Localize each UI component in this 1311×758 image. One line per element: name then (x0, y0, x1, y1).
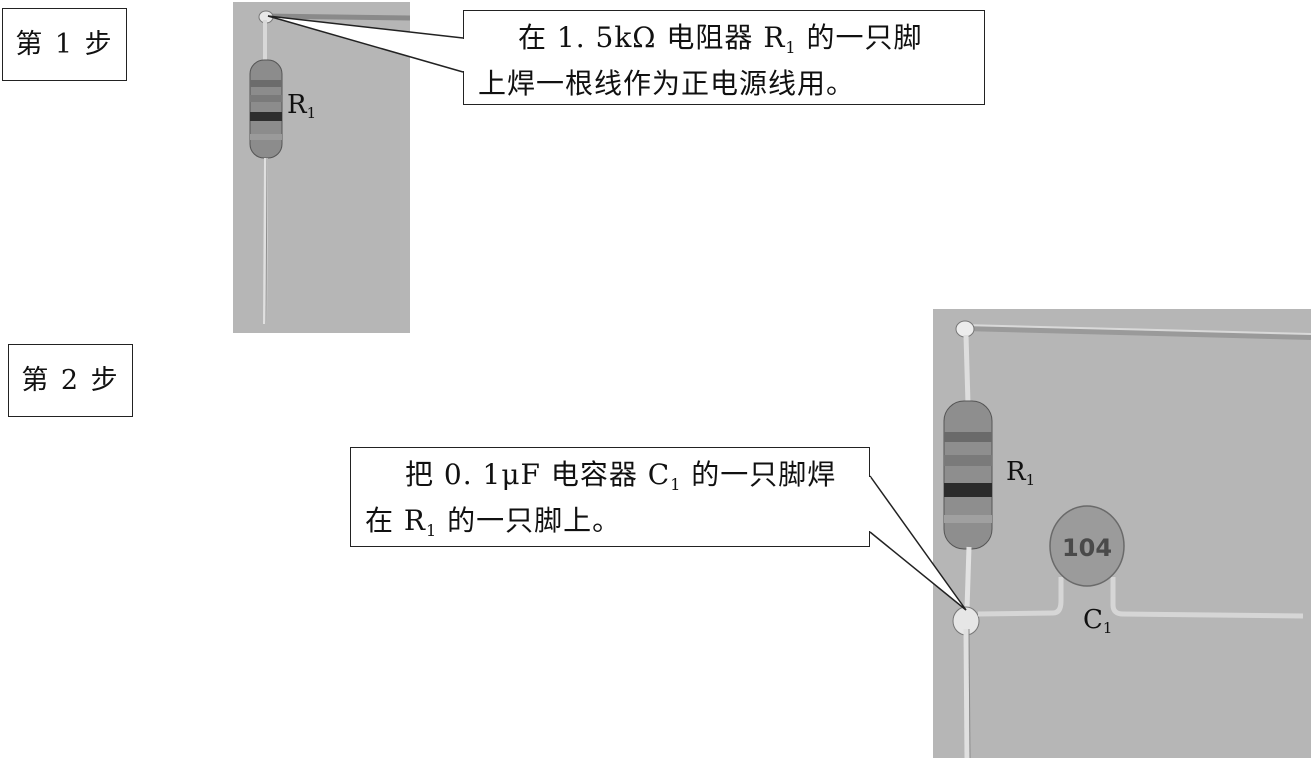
step-1-photo: R1 (233, 2, 410, 333)
callout-1-line-2: 上焊一根线作为正电源线用。 (478, 67, 856, 100)
callout-2-line-2: 在 R1 的一只脚上。 (365, 504, 622, 540)
resistor-capacitor-image: 104 (943, 320, 1311, 758)
resistor-label-r1: R1 (1006, 457, 1036, 489)
step-1-callout: 在 1. 5kΩ 电阻器 R1 的一只脚 上焊一根线作为正电源线用。 (463, 10, 985, 105)
capacitor-label-c1: C1 (1083, 605, 1113, 637)
resistor-wire-image (249, 10, 410, 325)
callout-2-line-1: 把 0. 1μF 电容器 C1 的一只脚焊 (405, 458, 837, 494)
callout-1-line-1: 在 1. 5kΩ 电阻器 R1 的一只脚 (518, 21, 923, 57)
step-1-text: 第 1 步 (15, 29, 114, 60)
resistor-label-r1: R1 (287, 90, 317, 122)
capacitor-marking: 104 (1062, 534, 1112, 562)
step-2-label: 第 2 步 (8, 344, 133, 417)
step-1-label: 第 1 步 (2, 8, 127, 81)
step-2-callout: 把 0. 1μF 电容器 C1 的一只脚焊 在 R1 的一只脚上。 (350, 447, 870, 547)
step-2-photo: 104 R1 C1 (933, 309, 1311, 758)
step-2-text: 第 2 步 (21, 365, 120, 396)
